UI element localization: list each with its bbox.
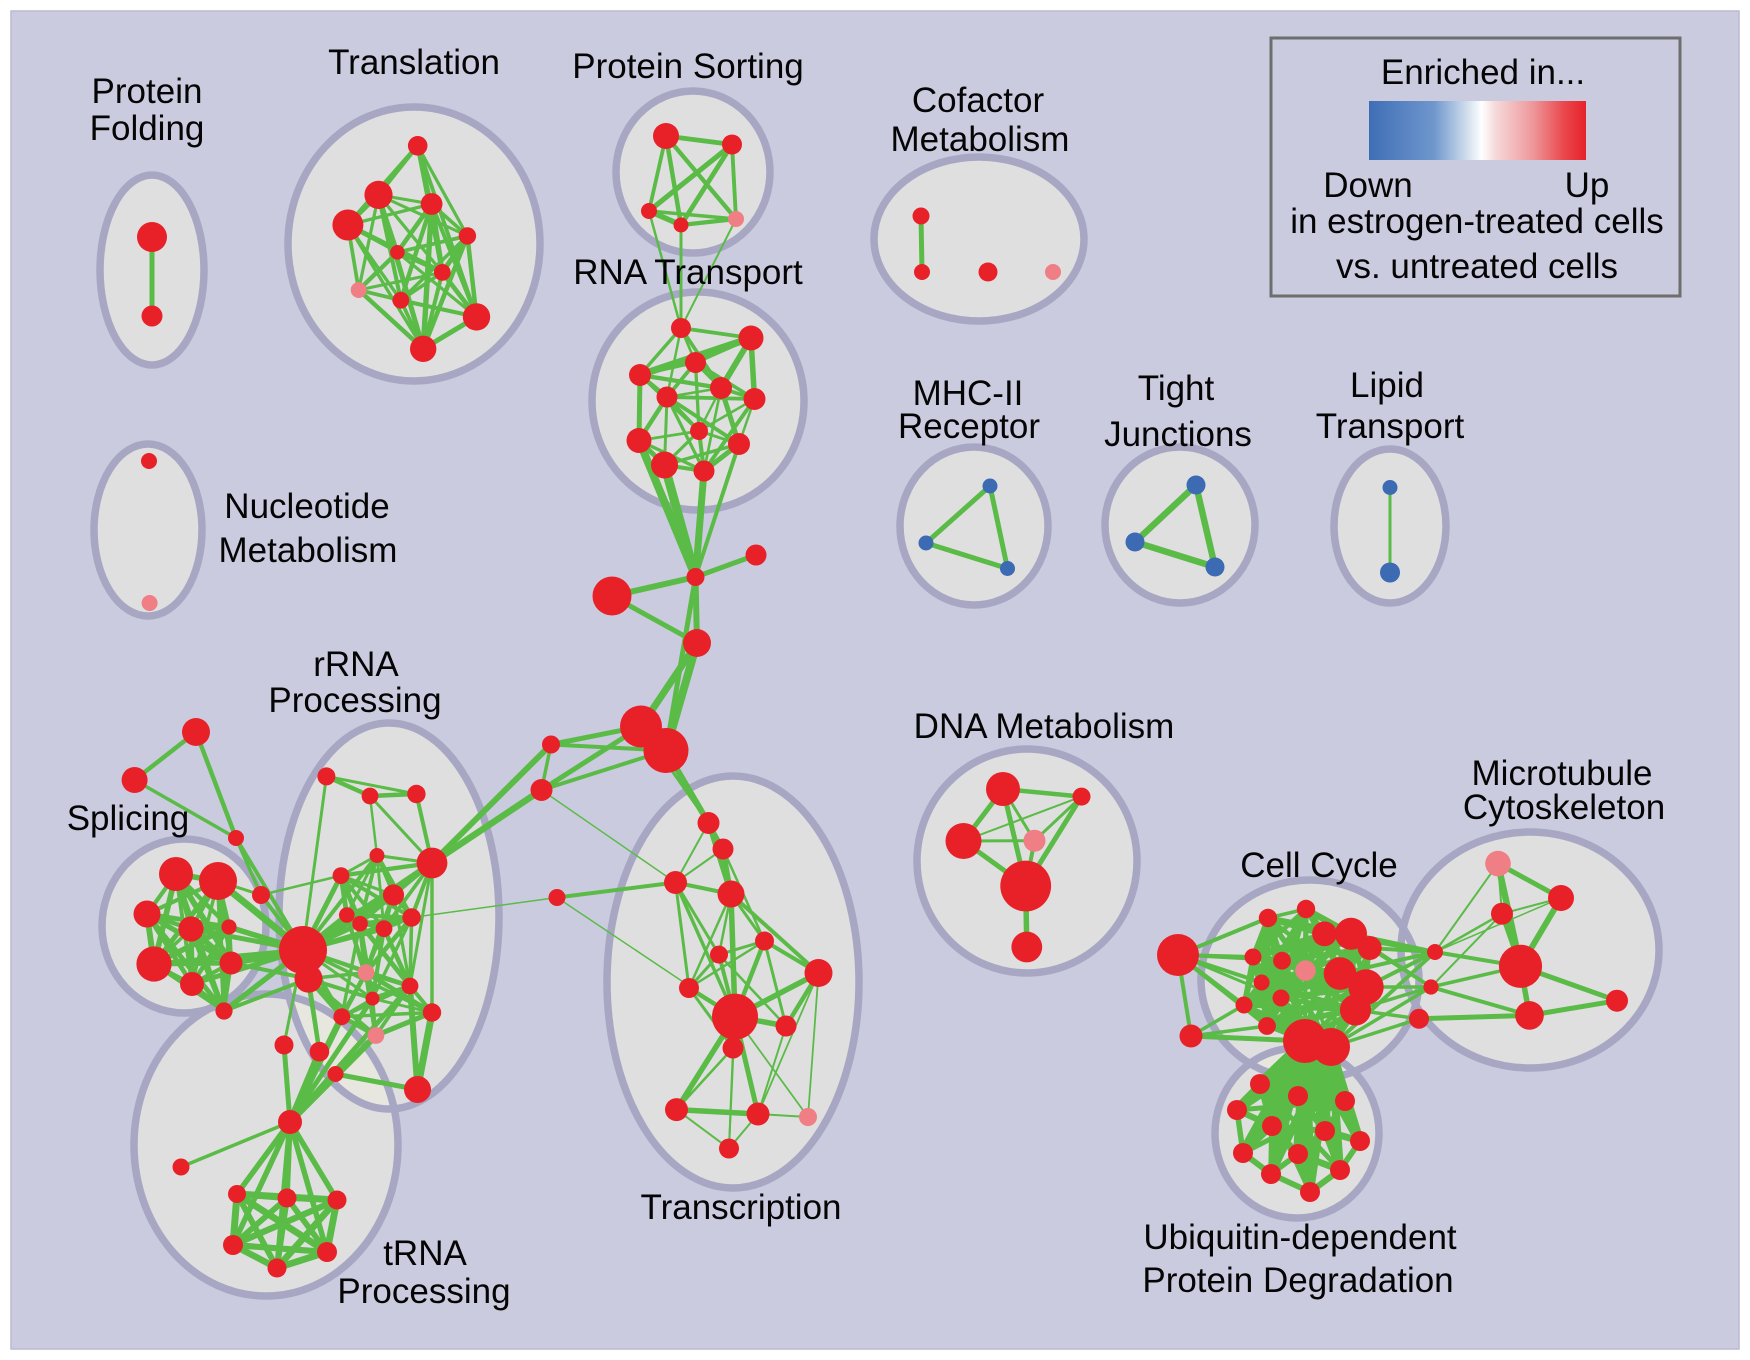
svg-text:Translation: Translation [328,43,500,82]
svg-text:Cell Cycle: Cell Cycle [1240,846,1398,885]
svg-text:DNA Metabolism: DNA Metabolism [914,707,1175,746]
svg-text:Lipid: Lipid [1350,366,1424,405]
svg-text:Folding: Folding [90,109,205,148]
svg-text:RNA Transport: RNA Transport [573,253,803,292]
svg-text:Transcription: Transcription [641,1188,842,1227]
svg-text:Metabolism: Metabolism [891,120,1070,159]
svg-text:Metabolism: Metabolism [219,531,398,570]
svg-text:Up: Up [1565,166,1610,205]
svg-text:Splicing: Splicing [67,799,190,838]
svg-text:Cofactor: Cofactor [912,81,1045,120]
svg-text:Processing: Processing [337,1272,510,1311]
svg-text:Receptor: Receptor [898,407,1040,446]
svg-text:vs. untreated cells: vs. untreated cells [1336,247,1618,286]
svg-text:MHC-II: MHC-II [913,374,1024,413]
svg-text:in estrogen-treated cells: in estrogen-treated cells [1290,202,1664,241]
svg-text:Transport: Transport [1316,407,1465,446]
svg-text:Ubiquitin-dependent: Ubiquitin-dependent [1143,1218,1457,1257]
svg-text:Microtubule: Microtubule [1472,754,1653,793]
svg-text:Cytoskeleton: Cytoskeleton [1463,788,1665,827]
svg-text:Protein: Protein [92,72,203,111]
svg-text:Down: Down [1323,166,1412,205]
svg-text:Tight: Tight [1138,369,1215,408]
svg-text:Protein Sorting: Protein Sorting [572,47,804,86]
svg-text:Processing: Processing [268,681,441,720]
svg-text:Enriched in...: Enriched in... [1381,53,1585,92]
svg-text:Nucleotide: Nucleotide [224,487,389,526]
svg-text:rRNA: rRNA [313,645,399,684]
svg-text:Junctions: Junctions [1104,415,1252,454]
svg-text:Protein Degradation: Protein Degradation [1142,1261,1453,1300]
svg-text:tRNA: tRNA [383,1234,467,1273]
